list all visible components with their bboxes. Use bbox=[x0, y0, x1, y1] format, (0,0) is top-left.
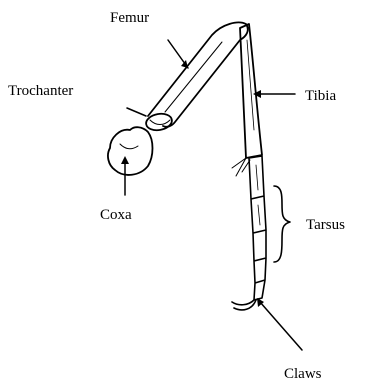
coxa-label: Coxa bbox=[100, 207, 132, 223]
claws-segment bbox=[232, 300, 256, 310]
tarsus-brace bbox=[274, 186, 290, 262]
femur-segment bbox=[148, 22, 248, 126]
coxa-segment bbox=[108, 127, 153, 175]
coxa-arrowhead bbox=[121, 156, 129, 164]
claws-label: Claws bbox=[284, 366, 322, 382]
tarsus-label: Tarsus bbox=[306, 217, 345, 233]
tibia-segment bbox=[232, 24, 262, 176]
tibia-label: Tibia bbox=[305, 88, 336, 104]
femur-label: Femur bbox=[110, 10, 149, 26]
trochanter-label: Trochanter bbox=[8, 83, 73, 99]
femur-arrowhead bbox=[181, 60, 188, 68]
claws-pointer-line bbox=[260, 302, 302, 350]
trochanter-pointer-line bbox=[127, 108, 146, 116]
tarsus-segment bbox=[249, 156, 266, 300]
pointer-lines bbox=[121, 40, 302, 350]
